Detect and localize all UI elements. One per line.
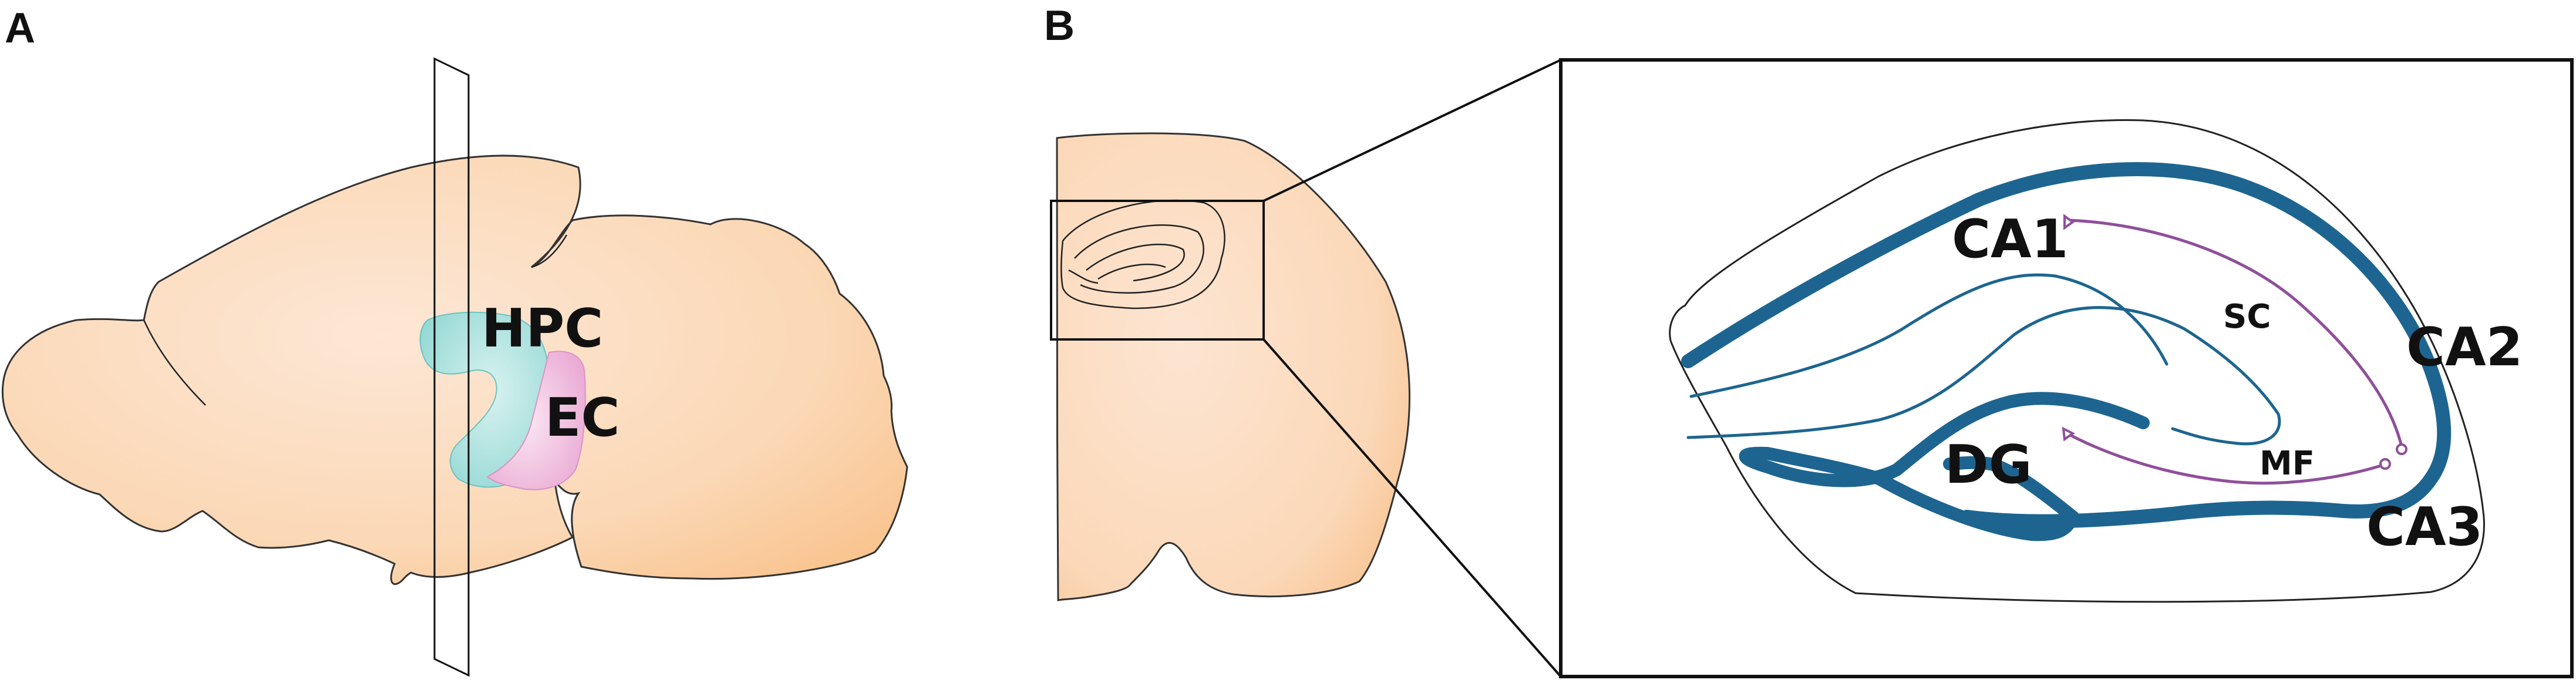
hpc-region [419,311,550,488]
panel-a: A HPC EC [1,5,908,677]
ec-region [486,351,586,490]
mf-label: MF [2260,445,2315,483]
sc-label: SC [2223,298,2271,336]
cerebellar-notch [531,234,568,268]
mf-origin-terminal [2062,426,2075,442]
mf-terminal-bouton [2379,458,2391,470]
ca3-label: CA3 [2366,496,2483,558]
ca1-label: CA1 [1952,208,2068,270]
ca-pyramidal-layer [1681,162,2452,529]
sc-origin-terminal [2063,214,2075,230]
ec-label: EC [545,387,620,449]
zoom-detail-box [1559,58,2574,678]
layer-line-2 [1686,306,2281,446]
hippocampus-outline [1669,119,2485,603]
coronal-slice [1056,132,1410,601]
sc-terminal-bouton [2396,443,2407,455]
ca2-label: CA2 [2406,317,2523,378]
zoom-connector-top [1263,59,1561,202]
panel-b: B [1044,2,2574,678]
zoom-source-box [1050,200,1265,341]
dg-granule-layer [1739,392,2150,541]
frontal-sulcus [143,319,206,406]
panel-letter-b: B [1044,2,1075,49]
panel-letter-a: A [5,5,35,52]
mossy-fiber-path [2065,432,2385,485]
section-plane [433,57,470,677]
dg-label: DG [1945,434,2032,496]
zoom-connector-bottom [1262,338,1562,678]
hpc-label: HPC [481,298,603,359]
schaffer-collateral-path [2066,218,2403,448]
